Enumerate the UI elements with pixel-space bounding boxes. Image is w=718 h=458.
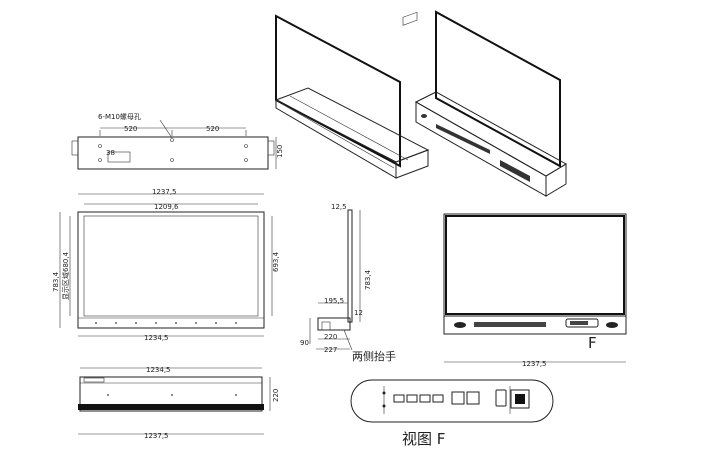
rear-view-outline xyxy=(443,213,627,335)
label-view-title: 视图 F xyxy=(402,430,445,448)
rear-view-handle-left xyxy=(454,322,466,328)
detail-port-1 xyxy=(393,394,405,403)
detail-outline xyxy=(350,379,554,423)
isometric-view-front xyxy=(274,11,430,179)
front-view-frame xyxy=(77,211,265,329)
iso-rear-panel xyxy=(435,10,561,168)
side-view-base xyxy=(317,317,351,331)
label-1237-bottom: 1237,5 xyxy=(144,432,169,440)
detail-lan-port-1 xyxy=(451,391,465,405)
front-view-screws xyxy=(95,322,237,324)
detail-port-2 xyxy=(406,394,418,403)
iso-front-base-side xyxy=(275,99,397,179)
detail-port-4 xyxy=(432,394,444,403)
detail-lan-port-2 xyxy=(466,391,480,405)
label-1209: 1209,6 xyxy=(154,203,179,211)
bottom-view-outline xyxy=(79,376,263,412)
label-90: 90 xyxy=(300,339,309,347)
rear-view-vent xyxy=(474,322,546,327)
detail-view-f: 视图 F xyxy=(350,379,554,448)
label-150: 150 xyxy=(276,145,284,158)
label-220-side: 220 xyxy=(324,333,337,341)
side-view: 12,5 783,4 195,5 12 90 220 227 两侧抬手 xyxy=(300,203,396,363)
label-680: 显示区域680,4 xyxy=(61,251,70,300)
label-handles: 两侧抬手 xyxy=(352,349,396,363)
rear-view-port-panel xyxy=(565,318,599,328)
iso-rear-vent xyxy=(436,124,490,154)
top-view-port xyxy=(107,151,131,163)
isometric-view-rear xyxy=(414,10,568,197)
label-783-left: 783,4 xyxy=(52,271,60,292)
iso-front-panel xyxy=(275,14,401,168)
front-view-display xyxy=(83,215,259,317)
detail-power-socket xyxy=(510,389,530,409)
label-holes: 6-M10螺母孔 xyxy=(98,112,141,121)
label-1234-bottom: 1234,5 xyxy=(146,366,171,374)
iso-rear-base-top xyxy=(414,91,568,177)
label-693: 693,4 xyxy=(272,251,280,272)
iso-front-base-end xyxy=(395,149,429,179)
iso-rear-ports xyxy=(500,160,530,182)
label-12-5: 12,5 xyxy=(331,203,347,211)
label-12: 12 xyxy=(354,309,363,317)
label-783-side: 783,4 xyxy=(364,269,372,290)
label-520-a: 520 xyxy=(124,125,137,133)
iso-front-base-top xyxy=(274,87,430,163)
side-view-panel xyxy=(347,209,353,323)
rear-view-handle-right xyxy=(606,322,618,328)
label-1234-front: 1234,5 xyxy=(144,334,169,342)
detail-port-3 xyxy=(419,394,431,403)
rear-view: 1237,5 F xyxy=(443,213,627,368)
label-1237-rear: 1237,5 xyxy=(522,360,547,368)
iso-rear-base-end xyxy=(545,163,567,197)
detail-power-switch xyxy=(495,389,507,407)
bottom-view-panel-edge xyxy=(78,404,264,410)
rear-view-panel xyxy=(445,215,625,315)
label-view-letter: F xyxy=(588,334,597,352)
label-195: 195,5 xyxy=(324,297,344,305)
label-38: 38 xyxy=(106,149,115,157)
iso-front-slot xyxy=(402,11,418,26)
front-view: 1237,5 1209,6 783,4 显示区域680,4 693,4 1234… xyxy=(52,188,280,342)
top-view: 6-M10螺母孔 520 520 150 38 xyxy=(71,112,284,170)
label-1237-top: 1237,5 xyxy=(152,188,177,196)
bottom-view: 1234,5 220 1237,5 xyxy=(78,366,280,440)
label-520-b: 520 xyxy=(206,125,219,133)
label-220-bottom: 220 xyxy=(272,389,280,402)
label-227: 227 xyxy=(324,346,337,354)
